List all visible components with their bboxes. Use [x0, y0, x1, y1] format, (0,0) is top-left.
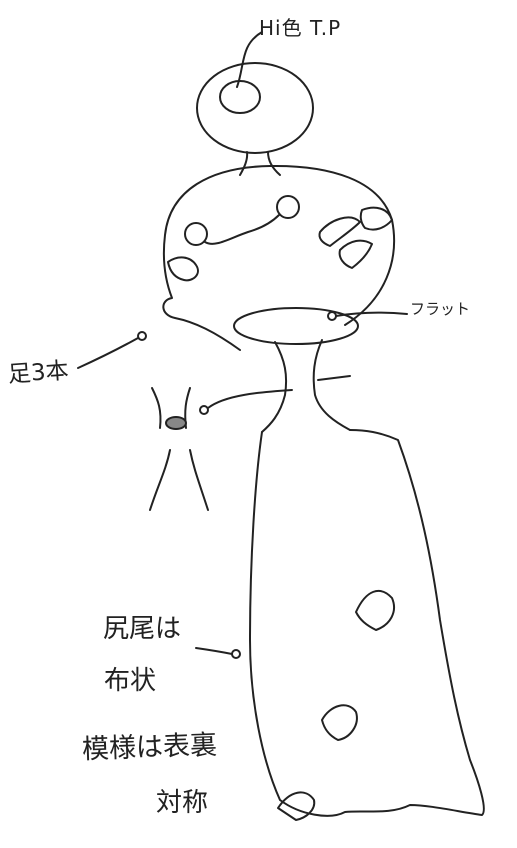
- flat-marker: [327, 311, 337, 321]
- tail-label-2: 布状: [104, 666, 157, 696]
- patch-right-2: [338, 239, 373, 269]
- patch-left: [167, 256, 199, 282]
- stem: [261, 339, 351, 433]
- right-eye: [276, 195, 300, 219]
- tail-pattern-3: [277, 791, 316, 821]
- leg-hole: [165, 416, 187, 430]
- legs-marker-leader: [207, 389, 293, 409]
- tail-cloth: [249, 429, 485, 817]
- legs-label: 足3本: [7, 357, 70, 389]
- patch-right-3: [359, 206, 393, 231]
- tail-pattern-2: [321, 704, 358, 741]
- pattern-label-1: 模様は表裏: [81, 729, 218, 766]
- flat-leader: [335, 311, 408, 317]
- top-label-leader: [236, 31, 263, 88]
- left-eye: [184, 222, 208, 246]
- legs-label-marker: [137, 331, 147, 341]
- tail-label-leader: [195, 647, 233, 655]
- eye-link: [204, 214, 280, 245]
- legs-label-leader: [77, 337, 139, 369]
- body-sphere: [162, 164, 396, 351]
- tail-label-1: 尻尾は: [103, 614, 182, 644]
- patch-right-1: [318, 216, 361, 247]
- legs-marker: [199, 405, 209, 415]
- tail-label-marker: [231, 649, 241, 659]
- legs-drawing-lower: [149, 449, 209, 511]
- flat-disc: [233, 307, 359, 345]
- stem-tick: [317, 375, 351, 381]
- flat-label: フラット: [410, 300, 471, 318]
- top-bulb: [196, 62, 314, 154]
- pattern-label-2: 対称: [156, 788, 209, 818]
- tail-pattern-1: [355, 589, 395, 631]
- neck: [239, 151, 281, 176]
- top-bulb-spot: [219, 80, 261, 114]
- top-label: Hi色 T.P: [259, 16, 342, 40]
